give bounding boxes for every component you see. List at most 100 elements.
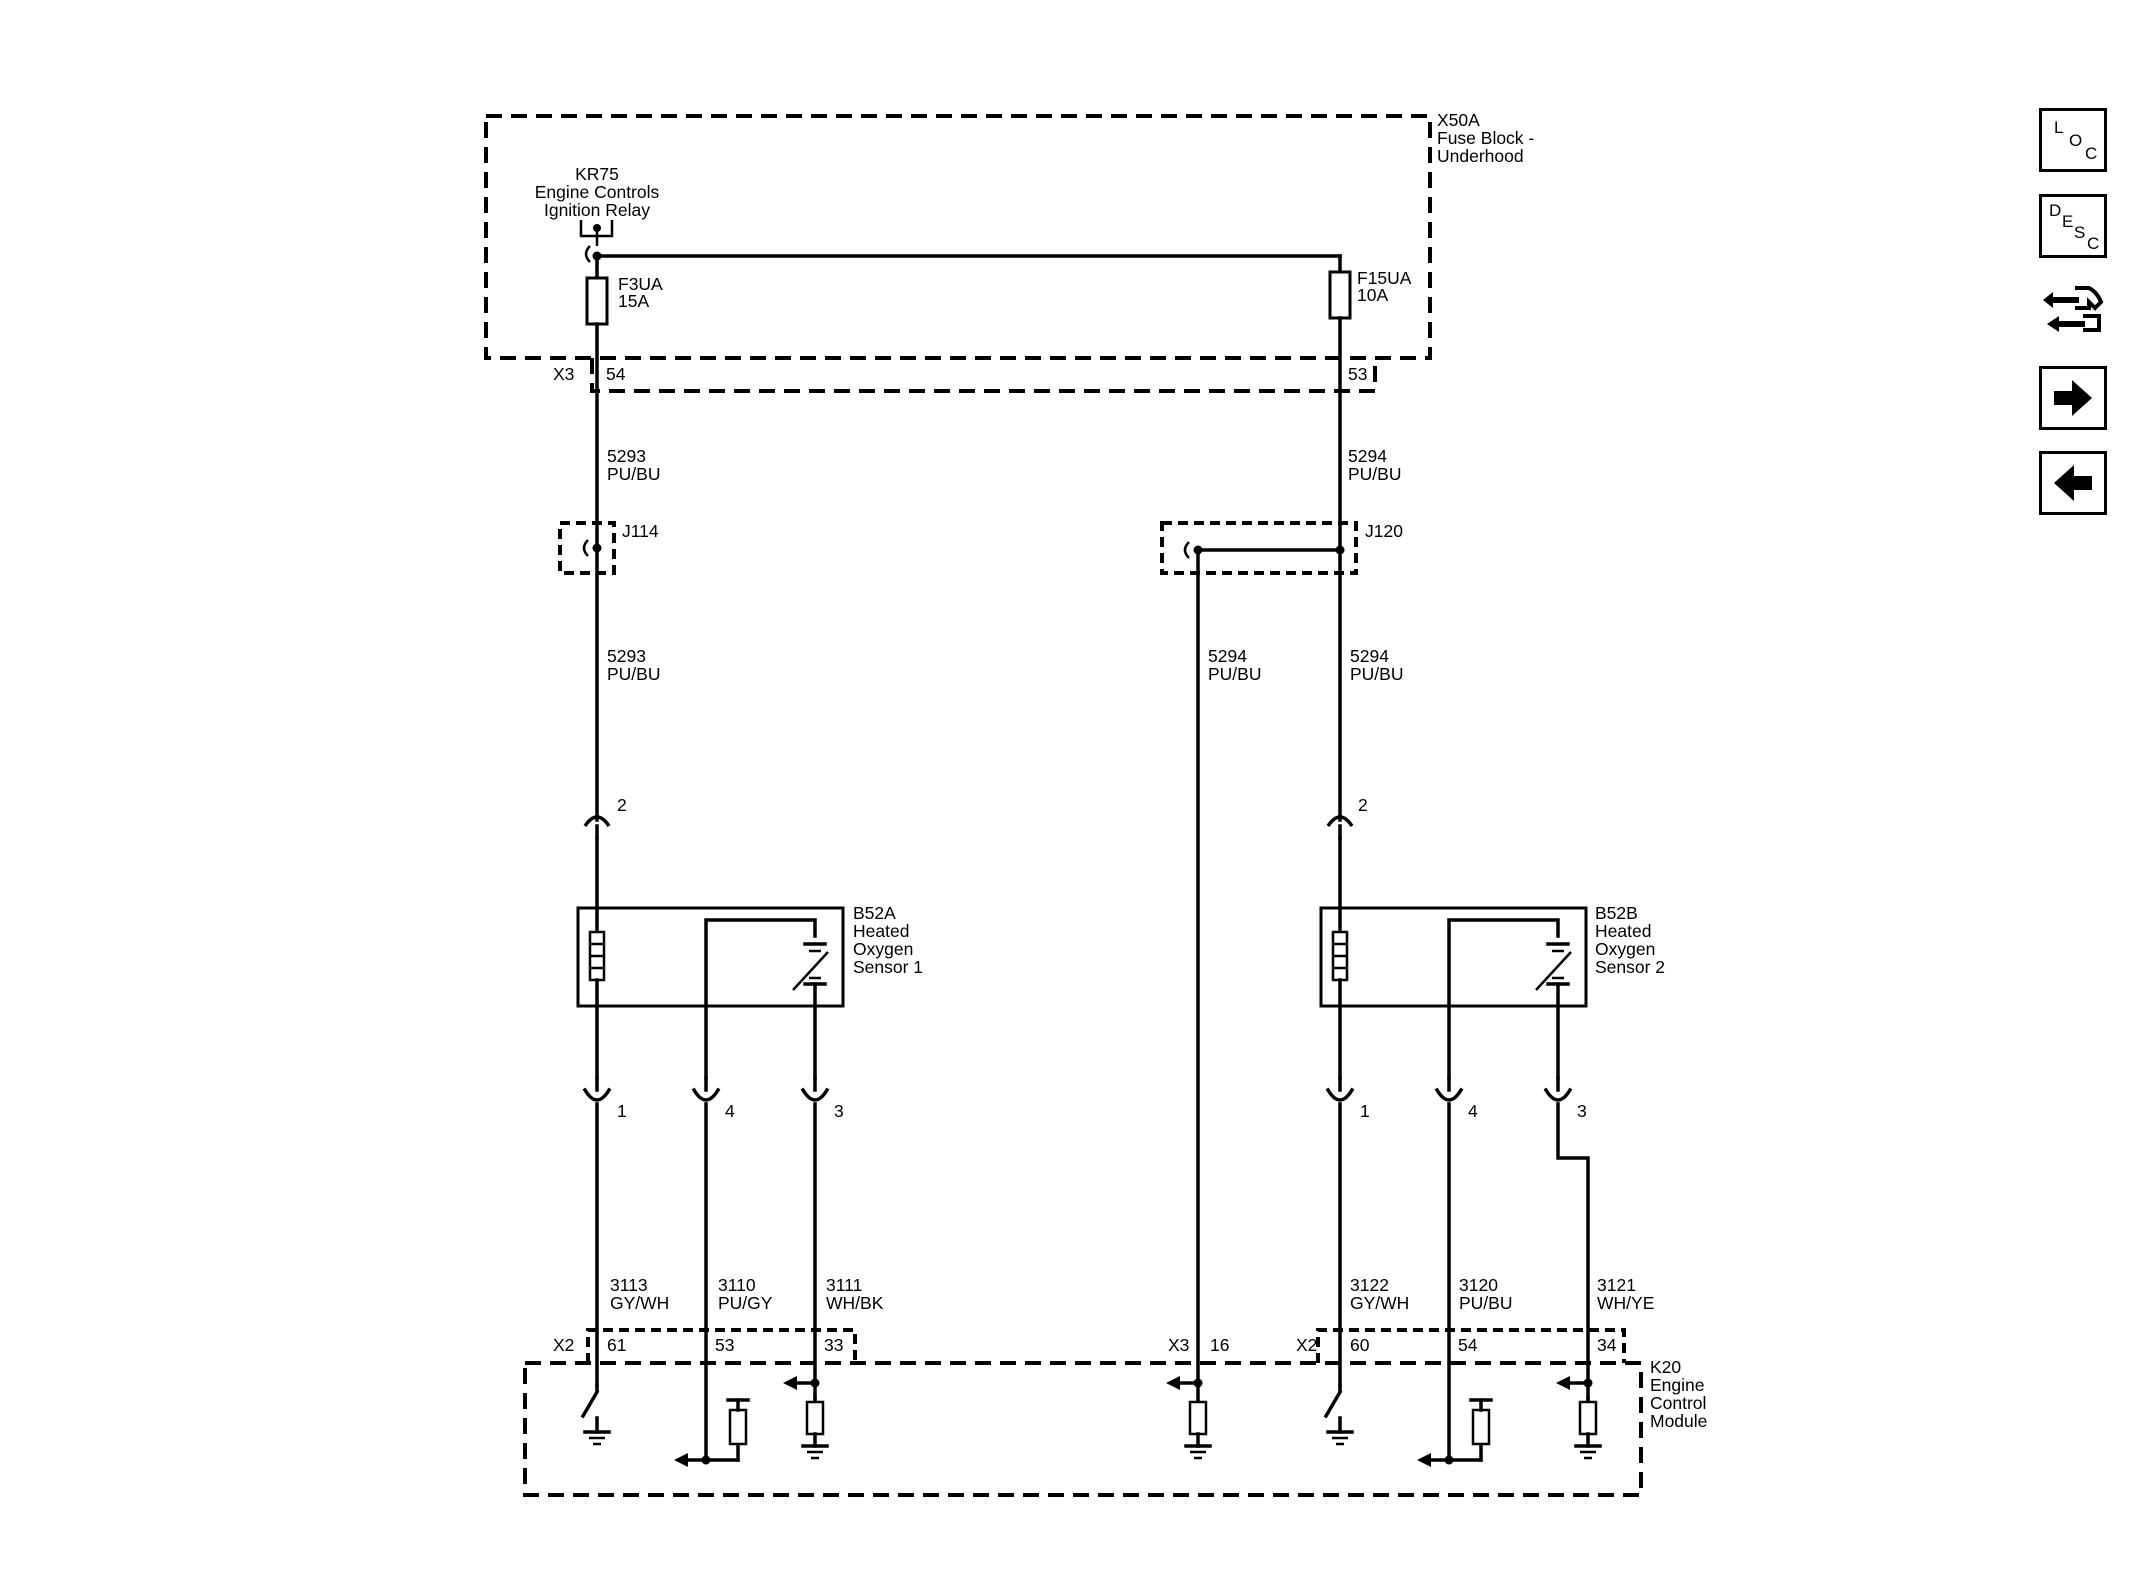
wire-5294-right-color: PU/BU bbox=[1350, 664, 1403, 684]
ecm-circuit-left bbox=[580, 1376, 829, 1467]
ecm-label-3: Module bbox=[1650, 1411, 1707, 1431]
sensor2-label-1: Heated bbox=[1595, 921, 1651, 941]
oxygen-sensor-2 bbox=[1319, 836, 1588, 1080]
sensor1-pin-1: 1 bbox=[617, 1101, 627, 1121]
fuse-block-outline bbox=[484, 114, 1432, 360]
ecm-x3-pin-16: 16 bbox=[1210, 1335, 1229, 1355]
connector-x3-top-name: X3 bbox=[553, 364, 574, 384]
wire-5294-left-color: PU/BU bbox=[1208, 664, 1261, 684]
service-procedure-button[interactable] bbox=[2039, 278, 2107, 342]
fuse-2-rating: 10A bbox=[1357, 285, 1388, 305]
wire-5294-upper-color: PU/BU bbox=[1348, 464, 1401, 484]
ecm-x2-left-pin-33: 33 bbox=[824, 1335, 843, 1355]
sensor1-pin-top: 2 bbox=[617, 795, 627, 815]
wire-3121-num: 3121 bbox=[1597, 1275, 1636, 1295]
sensor1-bottom-pins bbox=[582, 1076, 830, 1462]
connector-x2-left bbox=[586, 1328, 857, 1363]
loc-letter-o: O bbox=[2069, 131, 2083, 150]
fuse-f3ua bbox=[585, 276, 609, 326]
wire-5294-upper-num: 5294 bbox=[1348, 446, 1387, 466]
relay-label-1: Engine Controls bbox=[535, 182, 660, 202]
ecm-x2-left-name: X2 bbox=[553, 1335, 574, 1355]
sensor2-pin-top: 2 bbox=[1358, 795, 1368, 815]
wire-5294-right-num: 5294 bbox=[1350, 646, 1389, 666]
wire-3110-num: 3110 bbox=[718, 1275, 756, 1295]
sensor2-bottom-pins bbox=[1325, 1076, 1590, 1462]
ecm-label-1: Engine bbox=[1650, 1375, 1705, 1395]
ignition-relay: KR75 Engine Controls Ignition Relay bbox=[535, 164, 660, 263]
arrow-left-icon bbox=[2054, 465, 2092, 501]
fuse-block-label-2: Underhood bbox=[1437, 146, 1524, 166]
splice-j120-label: J120 bbox=[1365, 521, 1403, 541]
wire-5293-upper-num: 5293 bbox=[607, 446, 646, 466]
splice-j114 bbox=[558, 521, 616, 575]
desc-letter-c: C bbox=[2087, 234, 2100, 253]
ecm-x2-right-pin-34: 34 bbox=[1597, 1335, 1617, 1355]
fuse-f15ua bbox=[1328, 270, 1352, 320]
ecm-x2-left-pin-53: 53 bbox=[715, 1335, 734, 1355]
splice-j120 bbox=[1160, 521, 1358, 575]
wire-3113-color: GY/WH bbox=[610, 1293, 669, 1313]
sensor2-pin-1: 1 bbox=[1360, 1101, 1370, 1121]
sensor1-label-1: Heated bbox=[853, 921, 909, 941]
ecm-x3-name: X3 bbox=[1168, 1335, 1189, 1355]
loc-letter-l: L bbox=[2054, 118, 2064, 137]
sensor2-pin-3: 3 bbox=[1577, 1101, 1587, 1121]
sensor1-label-2: Oxygen bbox=[853, 939, 913, 959]
connector-x2-right bbox=[1316, 1328, 1626, 1363]
wire-3110-color: PU/GY bbox=[718, 1293, 773, 1313]
previous-page-button[interactable] bbox=[2039, 451, 2107, 515]
fuse-1-rating: 15A bbox=[618, 291, 649, 311]
ecm-x2-left-pin-61: 61 bbox=[607, 1335, 626, 1355]
wire-5293-upper-color: PU/BU bbox=[607, 464, 660, 484]
sensor2-label-2: Oxygen bbox=[1595, 939, 1655, 959]
description-button[interactable]: D E S C bbox=[2039, 194, 2107, 258]
sensor2-id: B52B bbox=[1595, 903, 1638, 923]
ecm-id: K20 bbox=[1650, 1357, 1681, 1377]
sensor2-label-3: Sensor 2 bbox=[1595, 957, 1665, 977]
wire-3121-color: WH/YE bbox=[1597, 1293, 1654, 1313]
relay-id: KR75 bbox=[575, 164, 619, 184]
ecm-x2-right-pin-60: 60 bbox=[1350, 1335, 1370, 1355]
loc-letter-c: C bbox=[2085, 144, 2098, 163]
wire-3122-num: 3122 bbox=[1350, 1275, 1389, 1295]
arrow-right-icon bbox=[2054, 380, 2092, 416]
oxygen-sensor-1 bbox=[576, 836, 845, 1080]
ecm-circuit-right bbox=[1323, 1376, 1602, 1467]
wire-5293-lower-color: PU/BU bbox=[607, 664, 660, 684]
fuse-block-id: X50A bbox=[1437, 110, 1480, 130]
wire-3111-color: WH/BK bbox=[826, 1293, 884, 1313]
connector-x3-top bbox=[590, 358, 1377, 393]
wire-3113-num: 3113 bbox=[610, 1275, 648, 1295]
wire-3122-color: GY/WH bbox=[1350, 1293, 1409, 1313]
connector-x3-top-pin-54: 54 bbox=[606, 364, 626, 384]
fuse-1-id: F3UA bbox=[618, 274, 663, 294]
connector-x3-top-pin-53: 53 bbox=[1348, 364, 1367, 384]
sensor1-label-3: Sensor 1 bbox=[853, 957, 923, 977]
wire-5294-left-num: 5294 bbox=[1208, 646, 1247, 666]
service-wrench-arrows-icon bbox=[2043, 286, 2104, 332]
location-button[interactable]: L O C bbox=[2039, 108, 2107, 172]
ecm-label-2: Control bbox=[1650, 1393, 1706, 1413]
splice-j114-label: J114 bbox=[622, 521, 659, 541]
next-page-button[interactable] bbox=[2039, 366, 2107, 430]
sensor1-pin-3: 3 bbox=[834, 1101, 844, 1121]
desc-letter-s: S bbox=[2074, 223, 2086, 242]
sensor1-id: B52A bbox=[853, 903, 896, 923]
relay-label-2: Ignition Relay bbox=[544, 200, 650, 220]
ecm-outline bbox=[523, 1361, 1643, 1497]
desc-letter-e: E bbox=[2062, 212, 2074, 231]
ecm-x2-right-name: X2 bbox=[1296, 1335, 1317, 1355]
wire-5293-lower-num: 5293 bbox=[607, 646, 646, 666]
ecm-x2-right-pin-54: 54 bbox=[1458, 1335, 1478, 1355]
desc-letter-d: D bbox=[2049, 201, 2062, 220]
fuse-block-label-1: Fuse Block - bbox=[1437, 128, 1534, 148]
sensor2-pin-4: 4 bbox=[1468, 1101, 1478, 1121]
wire-3120-num: 3120 bbox=[1459, 1275, 1498, 1295]
wire-3120-color: PU/BU bbox=[1459, 1293, 1512, 1313]
fuse-2-id: F15UA bbox=[1357, 268, 1412, 288]
wire-3111-num: 3111 bbox=[826, 1275, 862, 1295]
ecm-circuit-middle bbox=[1166, 1376, 1212, 1460]
sensor1-pin-4: 4 bbox=[725, 1101, 735, 1121]
